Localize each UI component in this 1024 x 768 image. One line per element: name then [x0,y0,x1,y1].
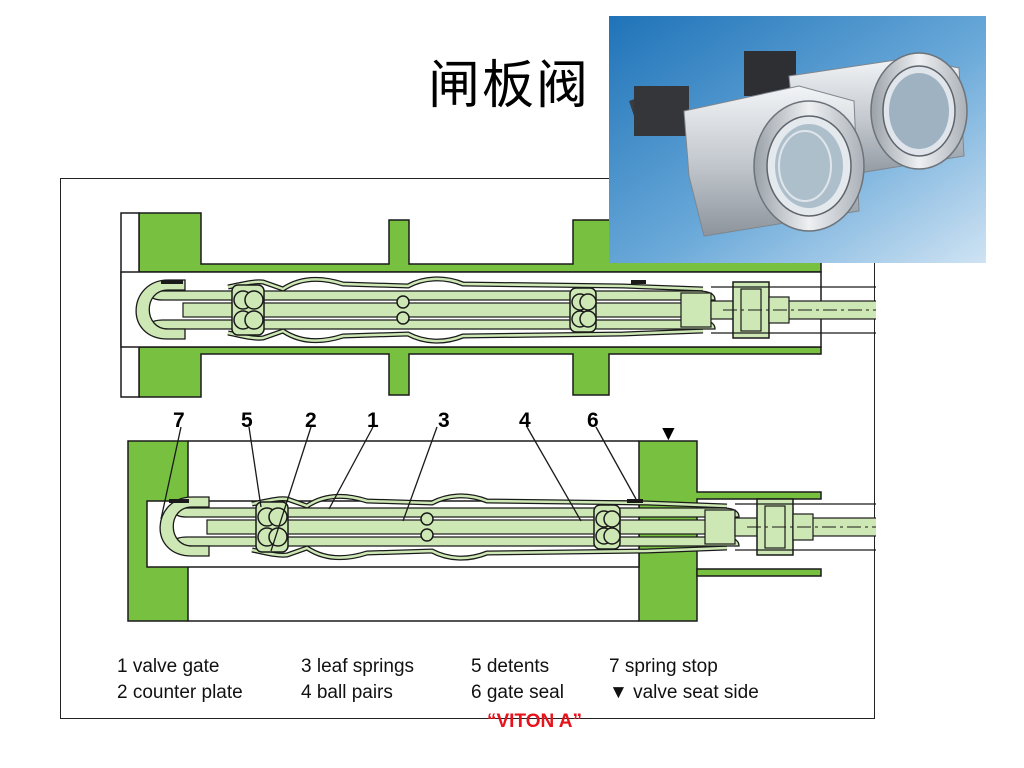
callout-gate-seal: 6 [587,409,599,432]
callout-detents: 5 [241,409,253,432]
slide-title: 闸板阀 [428,56,591,116]
callout-leaf-springs: 3 [438,409,450,432]
callout-counter-plate: 2 [305,409,317,432]
callout-ball-pairs: 4 [519,409,531,432]
valve-seat-side-icon: ▼ [658,422,679,445]
gate-valve-product-photo [609,16,986,263]
legend-row: 2 counter plate 4 ball pairs 6 gate seal… [117,680,809,706]
legend-item-leaf-springs: 3 leaf springs [301,656,415,677]
legend-item-detents: 5 detents [471,656,550,677]
callout-valve-gate: 1 [367,409,379,432]
callout-spring-stop: 7 [173,409,185,432]
gate-seal-material-label: “VITON A” [487,711,583,732]
legend-item-valve-gate: 1 valve gate [117,656,220,677]
legend-item-valve-seat-side: ▼ valve seat side [609,682,759,703]
gate-valve-diagram: 7 5 2 1 3 4 6 ▼ [60,178,875,719]
legend-item-spring-stop: 7 spring stop [609,656,718,677]
legend-item-counter-plate: 2 counter plate [117,682,243,703]
diagram-legend: 1 valve gate 3 leaf springs 5 detents 7 … [117,654,809,706]
legend-item-gate-seal: 6 gate seal [471,682,564,703]
legend-row: 1 valve gate 3 leaf springs 5 detents 7 … [117,654,809,680]
legend-item-ball-pairs: 4 ball pairs [301,682,393,703]
bottom-section-view [127,426,876,622]
